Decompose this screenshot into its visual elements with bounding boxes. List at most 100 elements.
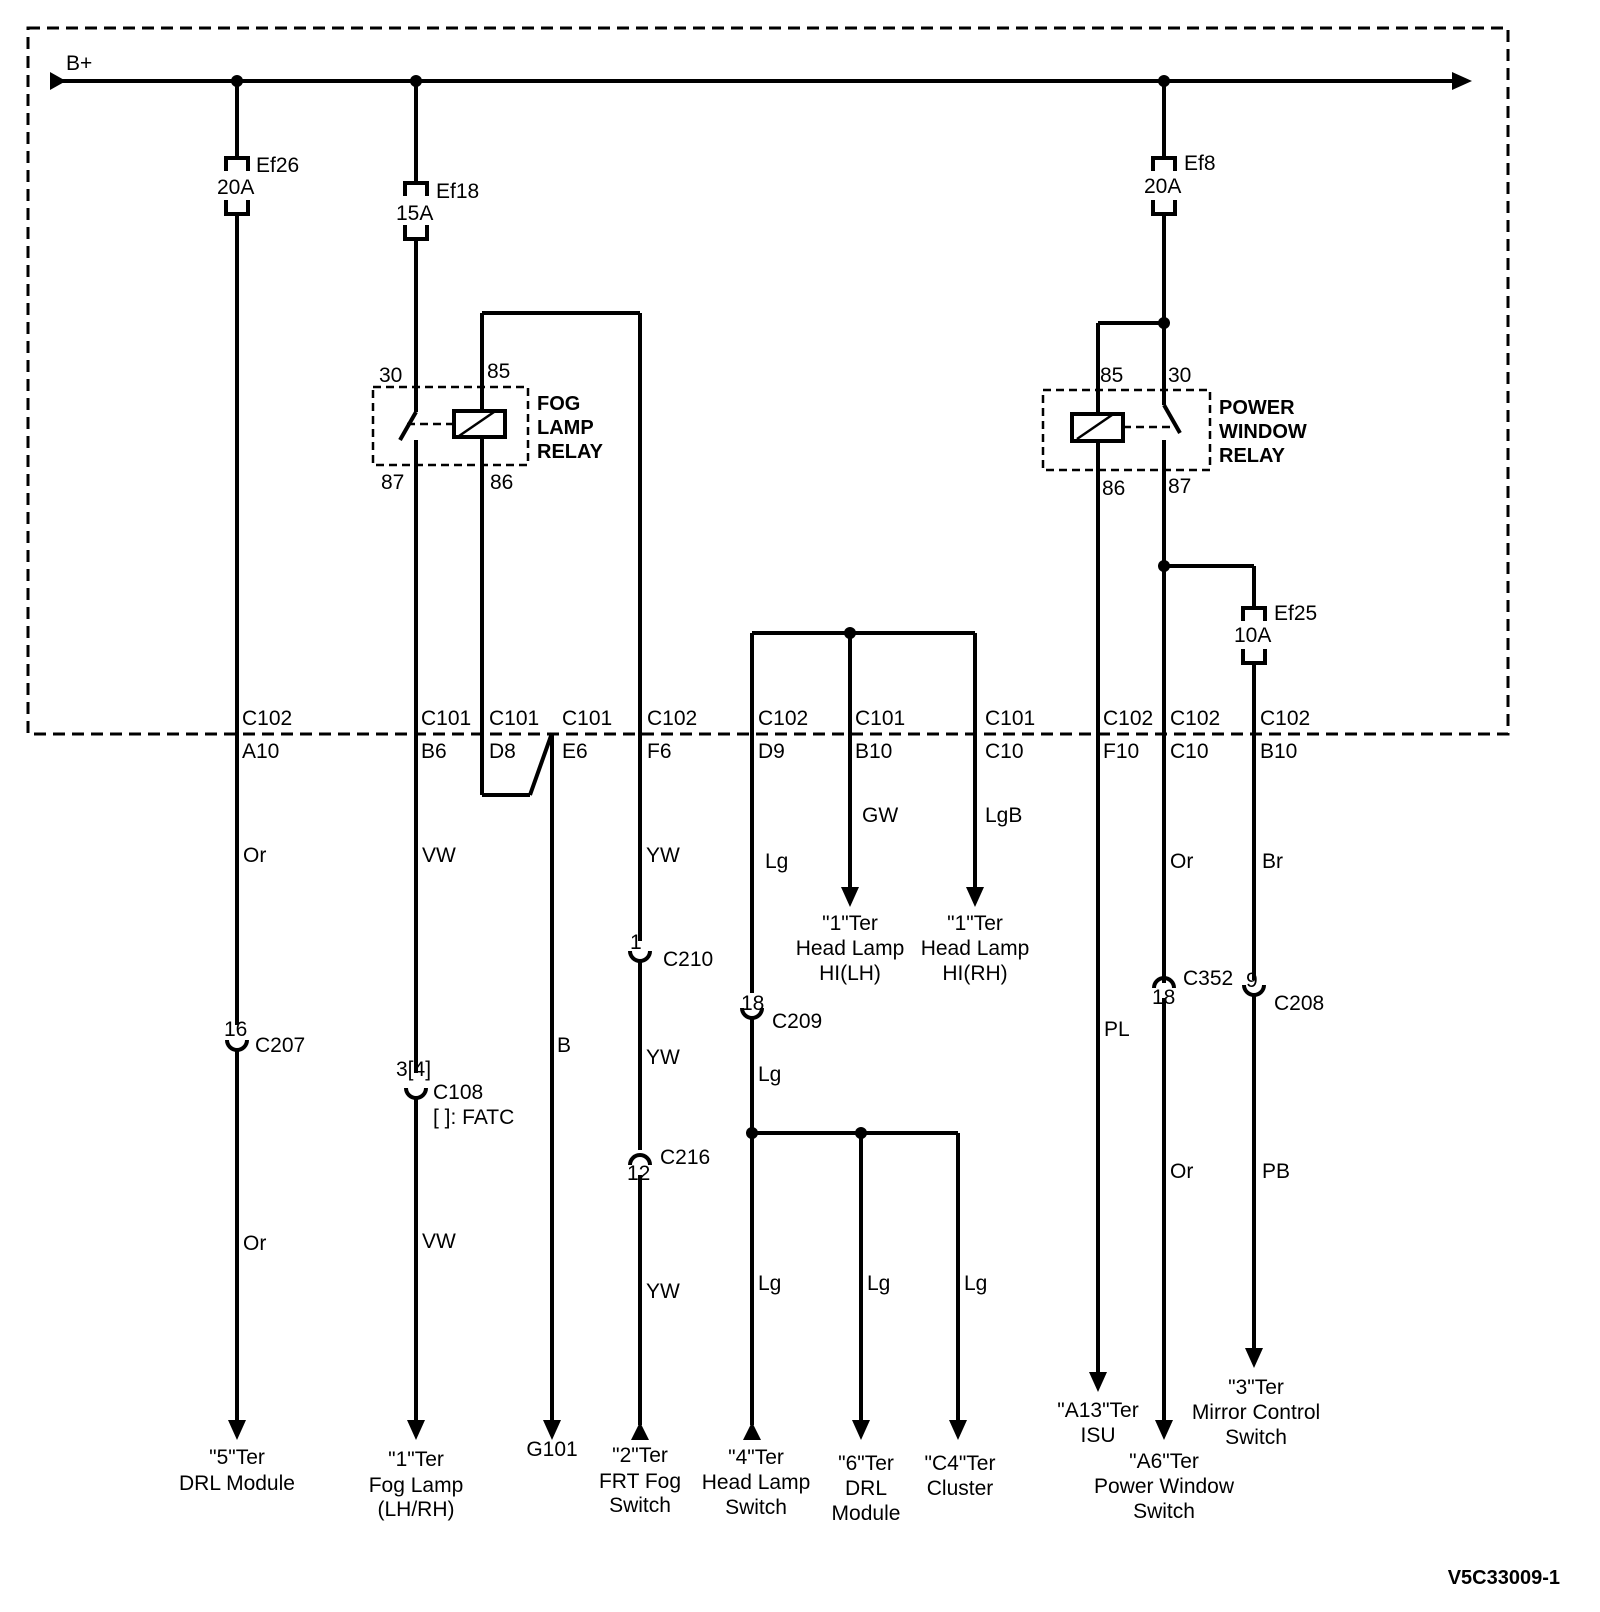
- pw-relay-label-2: WINDOW: [1219, 421, 1307, 443]
- c209-name: C209: [772, 1010, 822, 1033]
- pw-relay-label-1: POWER: [1219, 397, 1295, 419]
- bplus-label: B+: [66, 52, 92, 75]
- dest-drl-line1: "5"Ter: [209, 1446, 265, 1469]
- c352-name: C352: [1183, 967, 1233, 990]
- conn-2-name: C101: [489, 707, 539, 730]
- conn-7-pin: C10: [985, 740, 1024, 763]
- wire-color-branch1: Lg: [758, 1272, 781, 1295]
- c209-pin: 18: [741, 992, 764, 1015]
- circuit-power-window: [1089, 81, 1267, 1440]
- c216-pin: 12: [627, 1162, 650, 1185]
- dest-hl-rh-line2: Head Lamp: [921, 937, 1030, 960]
- fuse-box-boundary: [26, 26, 1510, 736]
- conn-6-name: C101: [855, 707, 905, 730]
- wire-color-e6: B: [557, 1034, 571, 1057]
- fog-relay-label-1: FOG: [537, 393, 580, 415]
- fog-relay-pin85: 85: [487, 360, 510, 383]
- dest-isu-line1: "A13"Ter: [1057, 1399, 1138, 1422]
- dest-isu-line2: ISU: [1080, 1424, 1115, 1447]
- dest-frt-fog-line3: Switch: [609, 1494, 671, 1517]
- wire-color-b6-lower: VW: [422, 1230, 456, 1253]
- wire-color-c10-upper: Or: [1170, 850, 1193, 873]
- conn-10-name: C102: [1260, 707, 1310, 730]
- dest-pw-switch-line1: "A6"Ter: [1129, 1450, 1199, 1473]
- dest-mirror-line3: Switch: [1225, 1426, 1287, 1449]
- dest-pw-switch-line2: Power Window: [1094, 1475, 1235, 1498]
- c207-name: C207: [255, 1034, 305, 1057]
- c210-pin: 1: [630, 931, 642, 954]
- conn-0-pin: A10: [242, 740, 279, 763]
- wire-color-c10-lower: Or: [1170, 1160, 1193, 1183]
- dest-mirror-line1: "3"Ter: [1228, 1376, 1284, 1399]
- wire-color-f6-lower: YW: [646, 1280, 680, 1303]
- battery-bus: B+: [50, 52, 1472, 90]
- wire-color-branch3: Lg: [964, 1272, 987, 1295]
- power-window-relay: [1041, 388, 1212, 472]
- pw-relay-pin30: 30: [1168, 364, 1191, 387]
- wire-color-b10-lower: PB: [1262, 1160, 1290, 1183]
- pw-relay-label-3: RELAY: [1219, 445, 1286, 467]
- dest-head-sw-line3: Switch: [725, 1496, 787, 1519]
- conn-10-pin: B10: [1260, 740, 1297, 763]
- conn-5-pin: D9: [758, 740, 785, 763]
- conn-0-name: C102: [242, 707, 292, 730]
- pw-relay-pin85: 85: [1100, 364, 1123, 387]
- conn-7-name: C101: [985, 707, 1035, 730]
- fuse-ef8-name: Ef8: [1184, 152, 1216, 175]
- conn-9-pin: C10: [1170, 740, 1209, 763]
- c108-name: C108: [433, 1081, 483, 1104]
- wire-color-d9-upper: Lg: [765, 850, 788, 873]
- dest-fog-line2: Fog Lamp: [369, 1474, 464, 1497]
- dest-drl-line2: DRL Module: [179, 1472, 295, 1495]
- fuse-ef25-rating: 10A: [1234, 624, 1271, 647]
- fuse-ef26-name: Ef26: [256, 154, 299, 177]
- wire-color-d9-mid: Lg: [758, 1063, 781, 1086]
- wire-color-f6-mid: YW: [646, 1046, 680, 1069]
- circuit-head-lamp: [740, 627, 984, 1440]
- conn-1-name: C101: [421, 707, 471, 730]
- conn-9-name: C102: [1170, 707, 1220, 730]
- dest-hl-lh-line2: Head Lamp: [796, 937, 905, 960]
- fuse-ef25-name: Ef25: [1274, 602, 1317, 625]
- fuse-ef18-name: Ef18: [436, 180, 479, 203]
- dest-head-sw-line2: Head Lamp: [702, 1471, 811, 1494]
- pw-relay-pin87: 87: [1168, 475, 1191, 498]
- boundary-connector-labels: C102 A10 C101 B6 C101 D8 C101 E6 C102 F6…: [242, 707, 1310, 763]
- c352-pin: 18: [1152, 986, 1175, 1009]
- fuse-ef8-rating: 20A: [1144, 175, 1181, 198]
- dest-cluster-line1: "C4"Ter: [925, 1452, 996, 1475]
- c108-pin: 3[4]: [396, 1058, 431, 1081]
- dest-head-sw-line1: "4"Ter: [728, 1446, 784, 1469]
- dest-drl6-line1: "6"Ter: [838, 1452, 894, 1475]
- fog-relay-pin86: 86: [490, 471, 513, 494]
- conn-8-name: C102: [1103, 707, 1153, 730]
- wire-color-a10-upper: Or: [243, 844, 266, 867]
- c210-name: C210: [663, 948, 713, 971]
- dest-hl-rh-line3: HI(RH): [942, 962, 1007, 985]
- conn-1-pin: B6: [421, 740, 447, 763]
- fuse-ef26-rating: 20A: [217, 176, 254, 199]
- dest-hl-lh-line1: "1"Ter: [822, 912, 878, 935]
- c208-pin: 9: [1246, 969, 1258, 992]
- circuit-drl-module: [224, 81, 250, 1440]
- dest-fog-line1: "1"Ter: [388, 1448, 444, 1471]
- c216-name: C216: [660, 1146, 710, 1169]
- figure-id: V5C33009-1: [1448, 1567, 1560, 1589]
- conn-4-name: C102: [647, 707, 697, 730]
- conn-2-pin: D8: [489, 740, 516, 763]
- dest-pw-switch-line3: Switch: [1133, 1500, 1195, 1523]
- dest-cluster-line2: Cluster: [927, 1477, 994, 1500]
- dest-fog-line3: (LH/RH): [378, 1498, 455, 1521]
- fog-relay-label-3: RELAY: [537, 441, 604, 463]
- dest-mirror-line2: Mirror Control: [1192, 1401, 1320, 1424]
- dest-drl6-line3: Module: [832, 1502, 901, 1525]
- dest-hl-lh-line3: HI(LH): [819, 962, 881, 985]
- fog-relay-label-2: LAMP: [537, 417, 594, 439]
- conn-6-pin: B10: [855, 740, 892, 763]
- wire-color-lh: GW: [862, 804, 898, 827]
- conn-8-pin: F10: [1103, 740, 1139, 763]
- fog-relay-pin30: 30: [379, 364, 402, 387]
- dest-frt-fog-line1: "2"Ter: [612, 1444, 668, 1467]
- fuse-ef18-rating: 15A: [396, 202, 433, 225]
